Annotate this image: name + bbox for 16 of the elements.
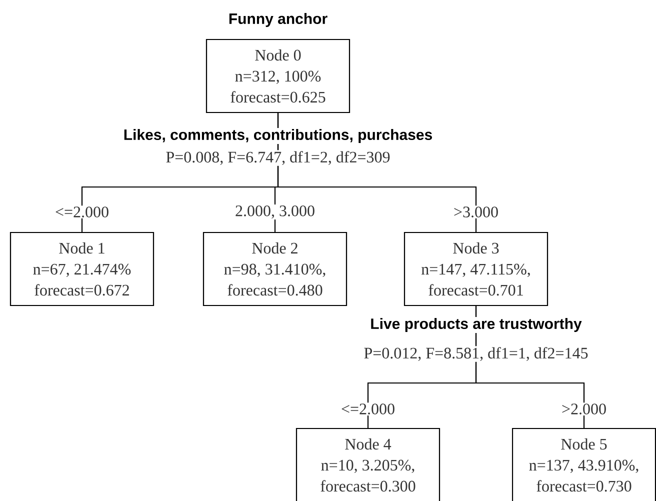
node-box: Node 1 n=67, 21.474% forecast=0.672 xyxy=(10,232,154,306)
split-heading: Likes, comments, contributions, purchases xyxy=(122,128,434,144)
node-box: Node 5 n=137, 43.910%, forecast=0.730 xyxy=(512,428,656,501)
edge-label: <=2.000 xyxy=(54,206,110,218)
edge-label: 2.000, 3.000 xyxy=(234,204,316,220)
split-heading: Live products are trustworthy xyxy=(369,317,583,333)
edge-label: >2.000 xyxy=(560,402,608,416)
node-box: Node 0 n=312, 100% forecast=0.625 xyxy=(206,38,350,114)
split-statistics: P=0.008, F=6.747, df1=2, df2=309 xyxy=(164,150,392,166)
node-box: Node 2 n=98, 31.410%, forecast=0.480 xyxy=(202,232,348,306)
edge-label: >3.000 xyxy=(452,206,500,218)
node-box: Node 3 n=147, 47.115%, forecast=0.701 xyxy=(404,232,548,306)
node-box: Node 4 n=10, 3.205%, forecast=0.300 xyxy=(296,428,440,501)
title: Funny anchor xyxy=(229,13,328,27)
edge-label: <=2.000 xyxy=(340,402,396,416)
split-statistics: P=0.012, F=8.581, df1=1, df2=145 xyxy=(362,346,590,362)
